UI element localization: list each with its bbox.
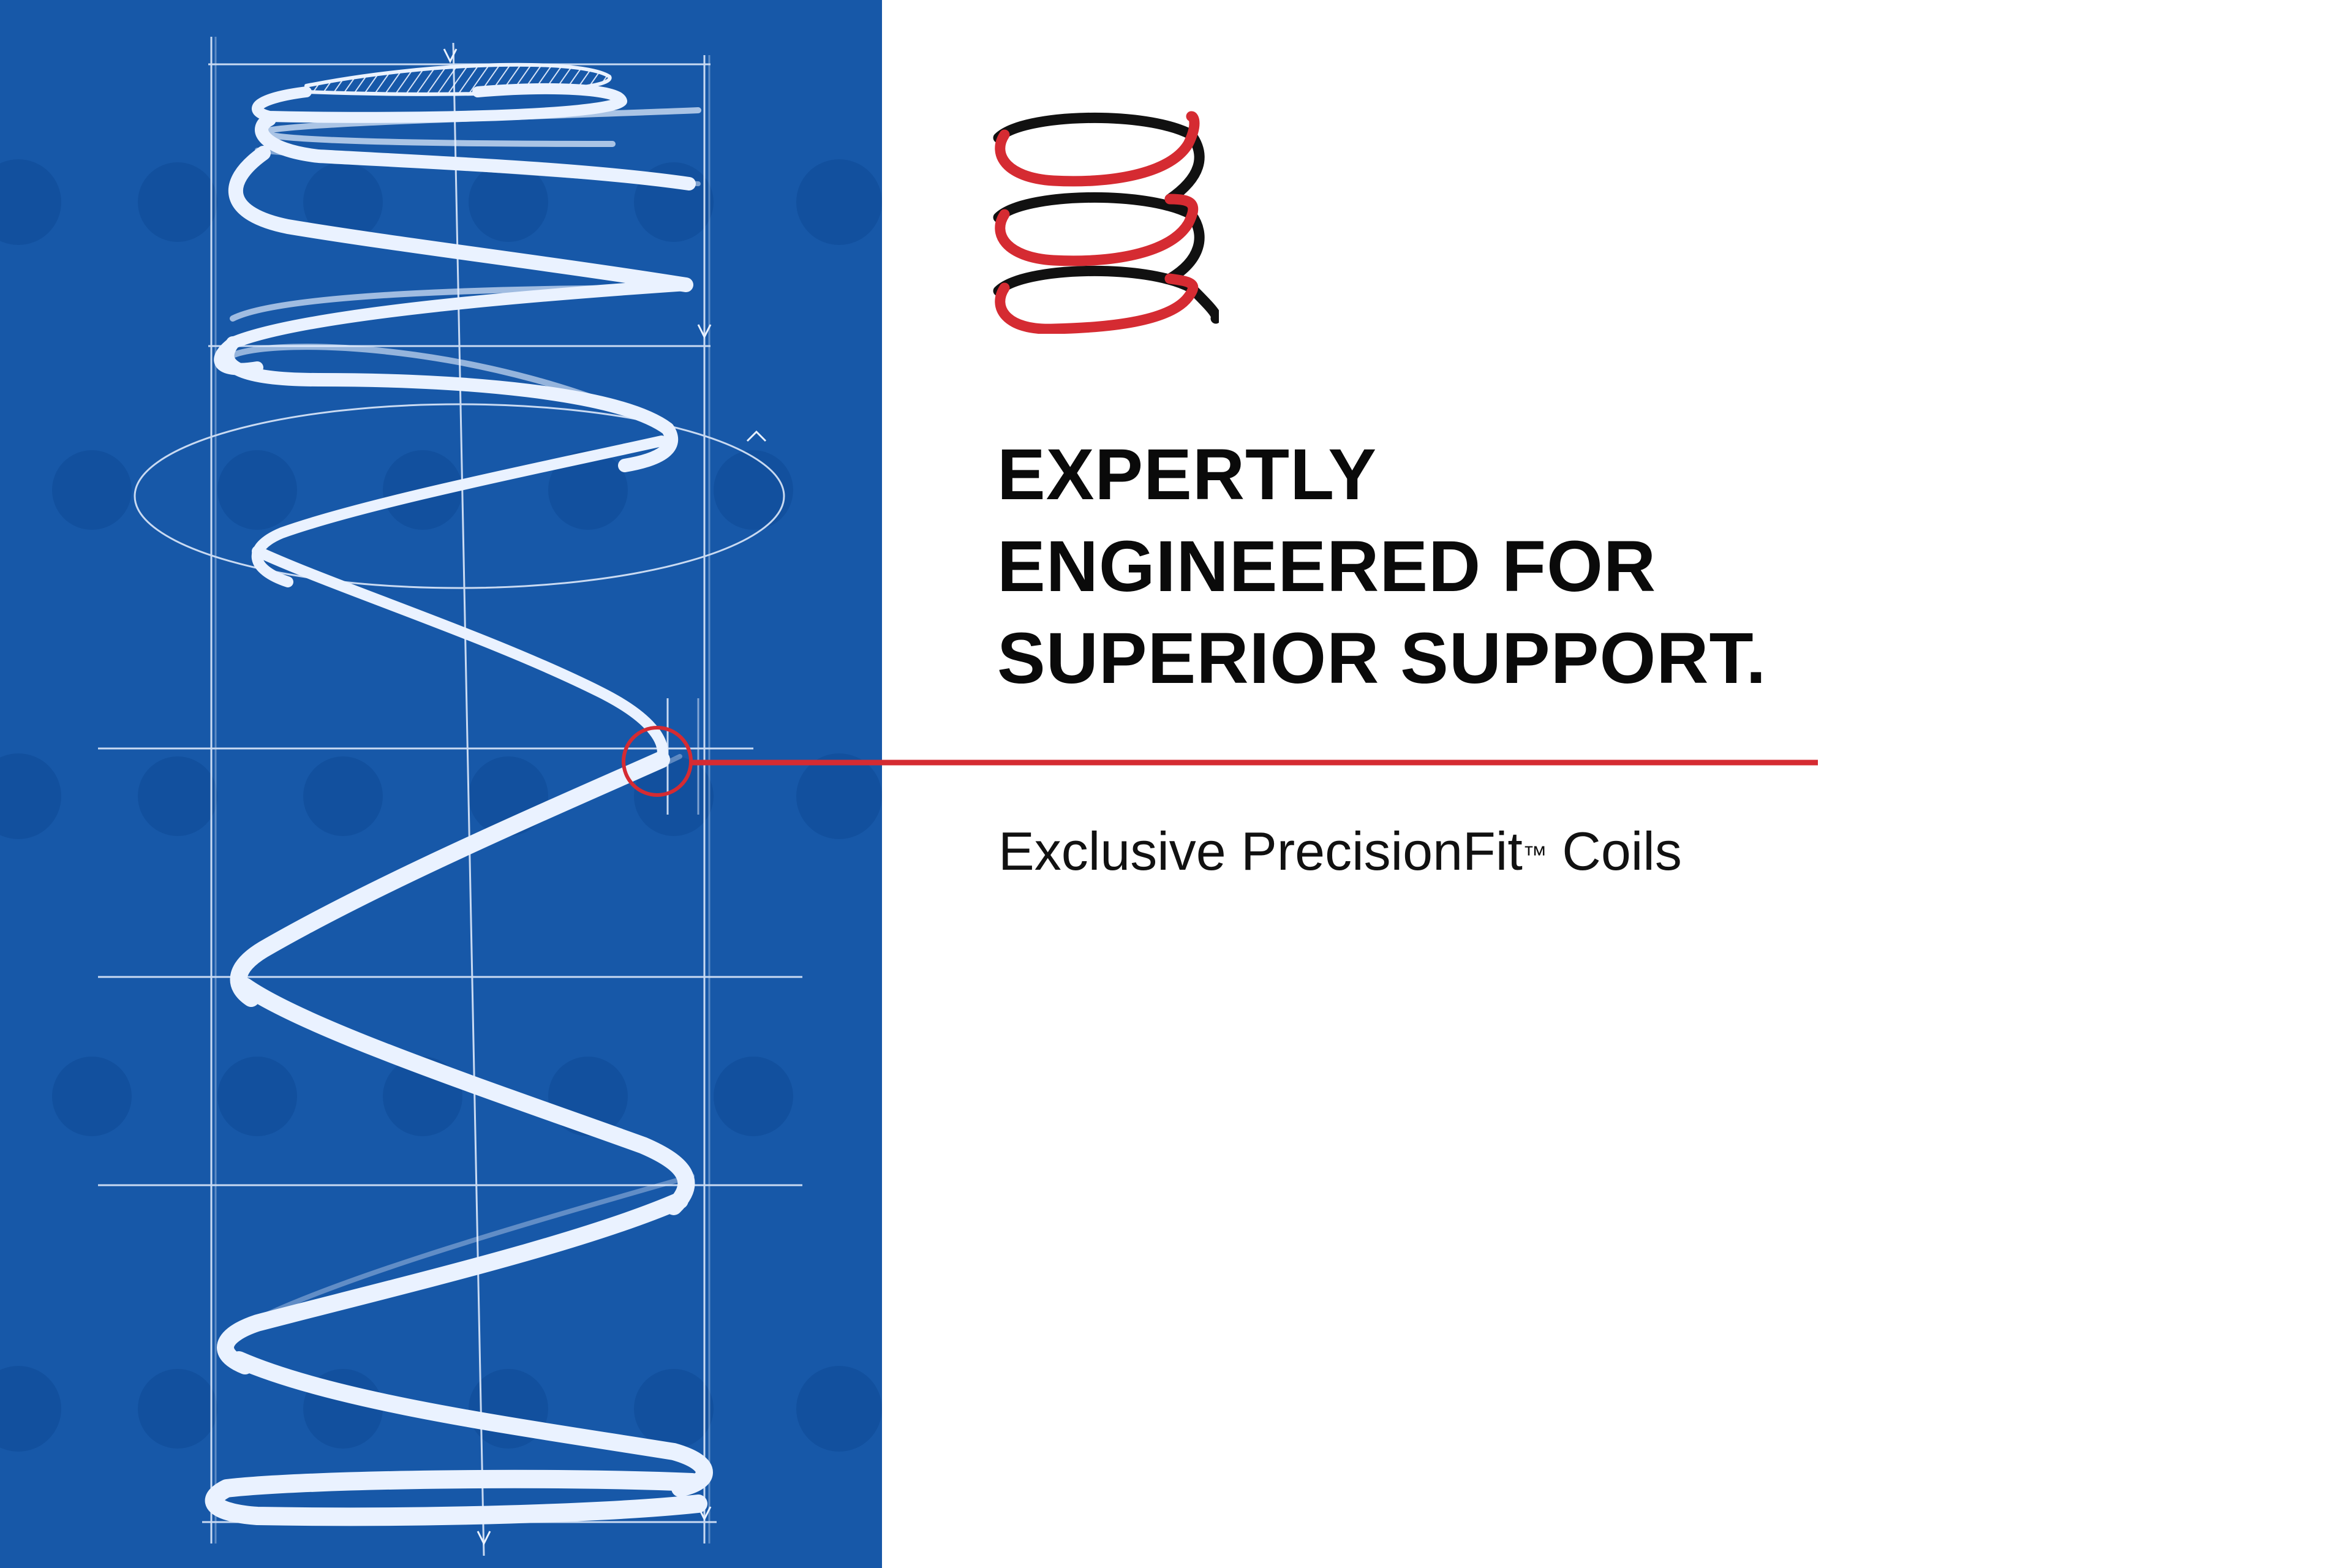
headline-line-2: ENGINEERED FOR (997, 526, 1657, 607)
subheading: Exclusive PrecisionFit™ Coils (998, 818, 1682, 885)
headline-line-3: SUPERIOR SUPPORT. (997, 618, 1767, 699)
subheading-prefix: Exclusive PrecisionFit (998, 821, 1523, 881)
coil-spring-blueprint-sketch (0, 37, 882, 1556)
blueprint-panel (0, 0, 882, 1568)
coil-spring-logo-icon (993, 111, 1219, 334)
headline: EXPERTLY ENGINEERED FOR SUPERIOR SUPPORT… (997, 429, 1766, 704)
subheading-suffix: Coils (1547, 821, 1682, 881)
background-texture (0, 159, 882, 1452)
headline-line-1: EXPERTLY (997, 434, 1378, 515)
coil-spring-drawing (205, 62, 713, 1526)
trademark-symbol: ™ (1522, 842, 1547, 869)
